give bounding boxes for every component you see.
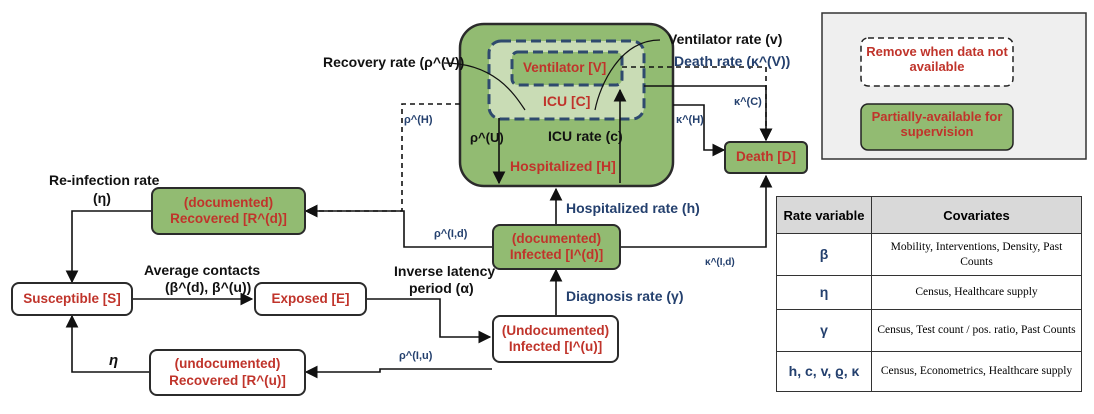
legend-partial-swatch xyxy=(860,103,1014,151)
infected-undocumented-line2: Infected [I^(u)] xyxy=(508,339,603,354)
table-row: h, c, v, ϱ, κ Census, Econometrics, Heal… xyxy=(776,351,1082,392)
average-contacts-symbols: (β^(d), β^(u)) xyxy=(165,279,252,295)
legend-remove-label: Remove when data not available xyxy=(866,44,1008,74)
table-header-row: Rate variable Covariates xyxy=(776,196,1082,234)
table-row: γ Census, Test count / pos. ratio, Past … xyxy=(776,309,1082,352)
recovered-documented-line1: (documented) xyxy=(183,194,274,210)
eta-label: η xyxy=(109,352,119,369)
infected-undocumented-line1: (Undocumented) xyxy=(501,322,610,338)
covariates-cell: Census, Econometrics, Healthcare supply xyxy=(871,351,1082,392)
kappa-h-label: κ^(H) xyxy=(676,114,704,126)
ventilator-rate-leader xyxy=(594,39,661,111)
inverse-latency-symbol: period (α) xyxy=(409,280,474,296)
kappa-c-label: κ^(C) xyxy=(734,96,762,108)
death-rate-label: Death rate (κ^(V)) xyxy=(674,53,791,69)
legend-remove-swatch xyxy=(860,37,1014,87)
exposed-label: Exposed [E] xyxy=(271,290,350,306)
ventilator-rate-label: Ventilator rate (v) xyxy=(668,31,783,47)
ventilator-box xyxy=(510,50,624,87)
arrow-rd-s xyxy=(65,210,151,284)
rate-variable-cell: h, c, v, ϱ, κ xyxy=(776,351,872,392)
infected-undocumented-node: (Undocumented) Infected [I^(u)] xyxy=(492,315,619,363)
covariates-cell: Census, Healthcare supply xyxy=(871,275,1082,310)
rho-u-label: ρ^(U) xyxy=(470,130,504,145)
infected-documented-node: (documented) Infected [I^(d)] xyxy=(492,224,621,270)
rate-variable-cell: β xyxy=(776,233,872,276)
covariates-table: Rate variable Covariates β Mobility, Int… xyxy=(776,196,1082,392)
ventilator-label: Ventilator [V] xyxy=(523,60,607,75)
recovered-documented-node: (documented) Recovered [R^(d)] xyxy=(151,187,306,235)
arrow-v-d-dashed xyxy=(622,66,773,142)
arrow-e-iu xyxy=(367,298,492,344)
death-node: Death [D] xyxy=(724,141,808,174)
header-covariates: Covariates xyxy=(871,196,1082,234)
rho-iu-label: ρ^(I,u) xyxy=(399,350,433,362)
covariates-cell: Census, Test count / pos. ratio, Past Co… xyxy=(871,309,1082,352)
legend-partial-label: Partially-available for supervision xyxy=(871,109,1003,139)
table-row: β Mobility, Interventions, Density, Past… xyxy=(776,233,1082,276)
susceptible-node: Susceptible [S] xyxy=(11,282,133,316)
icu-label: ICU [C] xyxy=(543,93,591,109)
rho-h-label: ρ^(H) xyxy=(404,114,433,126)
reinfection-rate-label: Re-infection rate xyxy=(49,172,160,188)
header-rate-variable: Rate variable xyxy=(776,196,872,234)
susceptible-label: Susceptible [S] xyxy=(23,290,121,306)
rho-id-label: ρ^(I,d) xyxy=(434,228,468,240)
recovery-rate-label: Recovery rate (ρ^(V)) xyxy=(323,54,465,70)
recovered-documented-line2: Recovered [R^(d)] xyxy=(170,211,287,226)
arrow-h-d xyxy=(673,104,726,157)
arrow-ru-s xyxy=(65,314,149,373)
diagnosis-rate-label: Diagnosis rate (γ) xyxy=(566,288,684,304)
inverse-latency-label: Inverse latency xyxy=(394,263,496,279)
average-contacts-label: Average contacts xyxy=(144,262,261,278)
infected-documented-line2: Infected [I^(d)] xyxy=(509,247,604,262)
exposed-node: Exposed [E] xyxy=(254,282,367,316)
recovered-undocumented-line2: Recovered [R^(u)] xyxy=(169,372,286,388)
hospitalized-rate-label: Hospitalized rate (h) xyxy=(566,200,700,216)
death-label: Death [D] xyxy=(736,149,796,165)
table-row: η Census, Healthcare supply xyxy=(776,275,1082,310)
covariates-cell: Mobility, Interventions, Density, Past C… xyxy=(871,233,1082,276)
recovered-undocumented-node: (undocumented) Recovered [R^(u)] xyxy=(149,349,306,396)
arrow-iu-ru xyxy=(304,365,492,379)
recovery-rate-leader xyxy=(443,62,526,111)
arrow-h-rd-dashed xyxy=(304,103,460,218)
rate-variable-cell: γ xyxy=(776,309,872,352)
arrow-id-d xyxy=(621,174,773,248)
recovered-undocumented-line1: (undocumented) xyxy=(174,356,281,372)
icu-rate-label: ICU rate (c) xyxy=(548,128,623,144)
infected-documented-line1: (documented) xyxy=(511,230,602,246)
reinfection-rate-symbol: (η) xyxy=(93,190,111,206)
kappa-id-label: κ^(I,d) xyxy=(705,257,735,268)
hospitalized-label: Hospitalized [H] xyxy=(510,158,616,174)
rate-variable-cell: η xyxy=(776,275,872,310)
